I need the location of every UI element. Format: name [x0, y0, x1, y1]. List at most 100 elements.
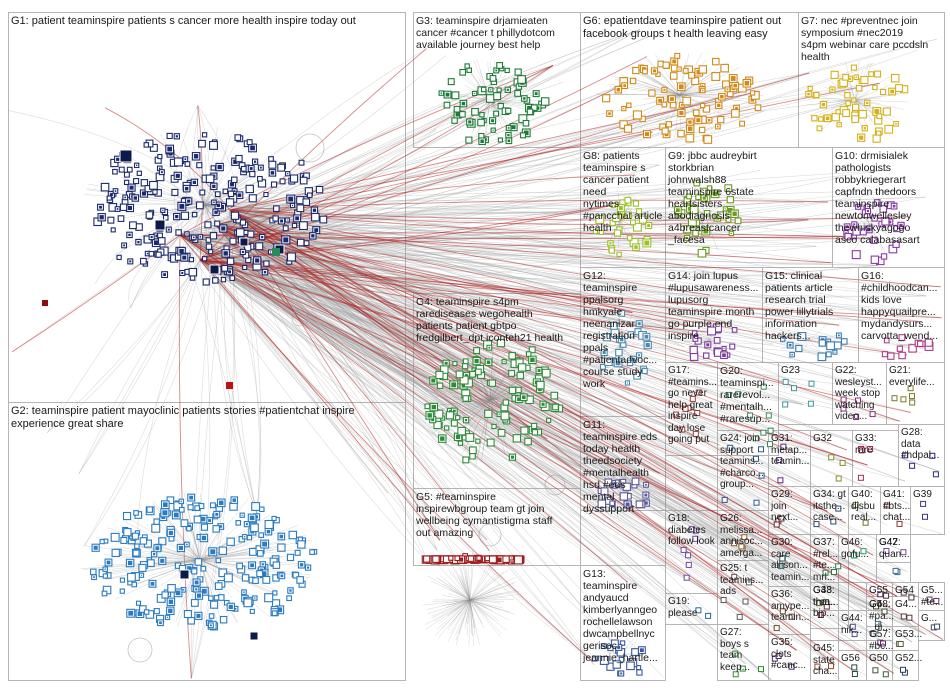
- node-g8: [632, 200, 640, 207]
- edge: [435, 576, 471, 601]
- node-fill: [465, 373, 468, 377]
- hub-node: [119, 149, 133, 163]
- node-g10: [852, 227, 861, 236]
- node-g10: [892, 240, 900, 248]
- node-fill: [104, 568, 106, 570]
- node-g6: [691, 77, 700, 86]
- edge: [214, 224, 927, 297]
- edge: [619, 219, 624, 225]
- edge: [229, 209, 830, 611]
- node-fill: [261, 571, 267, 577]
- node-g15: [818, 339, 826, 347]
- node-g28: [929, 452, 936, 459]
- node-fill: [733, 83, 737, 88]
- node-g1: [303, 240, 310, 247]
- edge: [191, 209, 235, 679]
- node-fill: [645, 483, 647, 486]
- node-g1: [145, 211, 154, 219]
- node-g13: [599, 655, 609, 665]
- node-g6: [698, 126, 706, 134]
- node-fill: [99, 215, 104, 220]
- node-g6: [648, 89, 656, 97]
- edge: [214, 224, 844, 628]
- edge: [704, 214, 731, 236]
- edge: [489, 99, 526, 106]
- edge: [199, 259, 912, 624]
- node-g2: [214, 582, 223, 590]
- node-g1: [136, 170, 142, 176]
- edge: [489, 399, 532, 428]
- edge-highlight: [199, 259, 868, 466]
- edge: [214, 129, 496, 226]
- edge: [448, 583, 471, 601]
- node-g9: [699, 187, 708, 196]
- node-g6: [749, 90, 756, 96]
- edge: [192, 154, 206, 206]
- node-g6: [602, 94, 611, 103]
- node-g1: [123, 179, 130, 186]
- edge: [204, 178, 223, 206]
- node-g2: [167, 584, 176, 593]
- node-g3: [479, 112, 485, 118]
- node-g20: [747, 412, 754, 419]
- edge: [489, 99, 513, 130]
- edge: [469, 599, 489, 619]
- edge-highlight: [214, 82, 880, 226]
- node-fill: [109, 193, 113, 197]
- edge: [199, 559, 270, 618]
- node-g7: [831, 112, 840, 122]
- node-g2: [173, 501, 183, 511]
- edge: [469, 599, 502, 634]
- edge: [469, 583, 501, 601]
- edge: [489, 399, 508, 448]
- node-g7: [855, 85, 863, 92]
- node-g18: [685, 561, 692, 568]
- node-fill: [506, 88, 509, 91]
- edge: [199, 259, 853, 671]
- edge: [482, 399, 491, 455]
- node-g2: [251, 502, 261, 511]
- node-g2: [213, 595, 220, 601]
- node-g12: [641, 367, 648, 375]
- node-g9: [724, 184, 733, 193]
- edge: [485, 99, 491, 140]
- edge: [427, 575, 471, 601]
- node-g46: [860, 548, 867, 555]
- edge: [854, 99, 872, 109]
- edge: [465, 568, 471, 601]
- node-fill: [634, 245, 638, 249]
- node-g2: [133, 510, 139, 516]
- edge: [829, 80, 856, 101]
- edge: [430, 580, 471, 601]
- node-g22: [869, 411, 876, 418]
- edge: [214, 224, 866, 322]
- node-fill: [175, 590, 181, 596]
- edge: [214, 224, 581, 258]
- edge: [624, 83, 681, 96]
- edge: [481, 399, 491, 412]
- edge: [679, 94, 742, 102]
- node-fill: [175, 135, 178, 138]
- node-g34: [830, 518, 837, 525]
- node-fill: [214, 210, 218, 214]
- node-g2: [139, 537, 148, 545]
- node-g3: [489, 75, 497, 82]
- node-g32: [828, 454, 835, 461]
- edge: [489, 374, 501, 401]
- node-fill: [208, 519, 211, 522]
- node-g7: [858, 109, 867, 119]
- node-g6: [632, 110, 642, 120]
- edge: [489, 375, 520, 401]
- node-g7: [879, 88, 887, 96]
- edge: [438, 599, 471, 624]
- node-g1: [184, 161, 191, 167]
- node-fill: [855, 76, 857, 78]
- edge: [632, 70, 681, 96]
- edge: [469, 599, 475, 628]
- edge: [179, 234, 906, 482]
- node-g2: [218, 568, 228, 578]
- node-g24: [758, 446, 764, 453]
- edge: [469, 599, 495, 621]
- node-fill: [857, 205, 860, 208]
- node-g16: [883, 337, 890, 344]
